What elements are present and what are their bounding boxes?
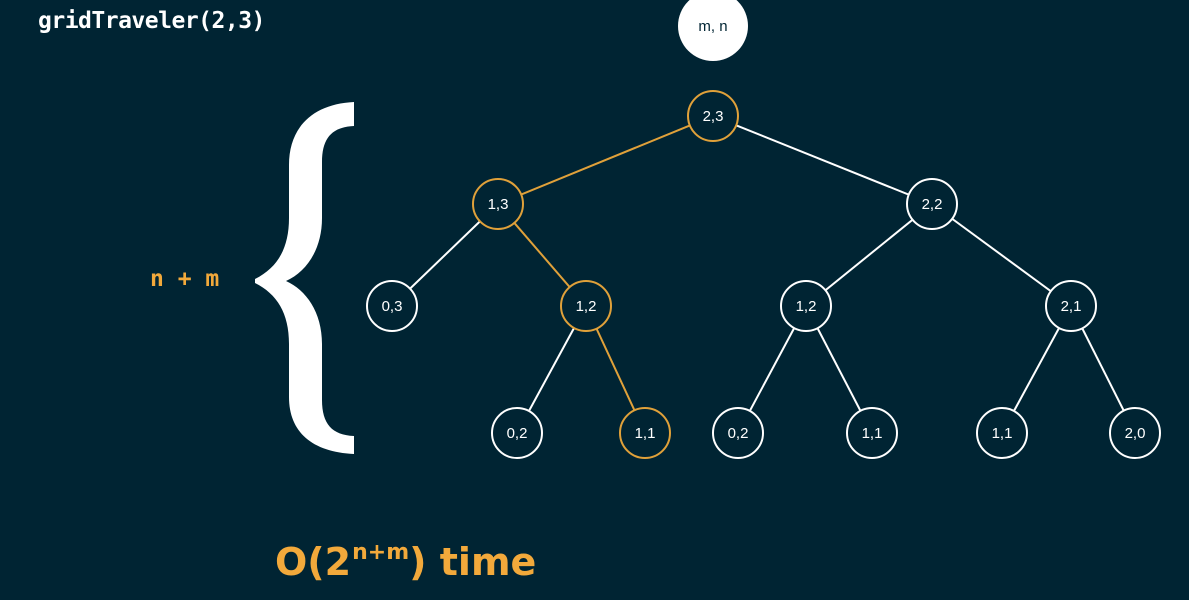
tree-node-label: 2,1 [1061, 298, 1082, 315]
tree-node-circle [472, 178, 524, 230]
tree-node-circle [619, 407, 671, 459]
tree-node-circle [1045, 280, 1097, 332]
complexity-suffix: ) time [409, 540, 537, 584]
complexity-prefix: O(2 [275, 540, 352, 584]
tree-node-n13: 1,3 [472, 178, 524, 230]
depth-brace [255, 102, 354, 454]
tree-node-label: 1,1 [635, 425, 656, 442]
tree-node-label: 1,2 [576, 298, 597, 315]
tree-node-label: 2,0 [1125, 425, 1146, 442]
tree-node-circle [976, 407, 1028, 459]
tree-edge-n22-n21 [931, 203, 1072, 307]
tree-node-circle [906, 178, 958, 230]
tree-node-n12b: 1,2 [780, 280, 832, 332]
tree-node-label: 0,3 [382, 298, 403, 315]
tree-node-label: 2,2 [922, 196, 943, 213]
tree-node-n21: 2,1 [1045, 280, 1097, 332]
legend-node-label: m, n [698, 18, 727, 35]
legend-node: m, n [678, 0, 748, 61]
legend-node-circle [678, 0, 748, 61]
tree-nodes: 2,3 1,3 2,2 0,3 1,2 1,2 2,1 0,2 1,1 0,2 1,1 1,1 2,0 [366, 90, 1161, 459]
function-call-title: gridTraveler(2,3) [38, 8, 265, 34]
depth-label: n + m [150, 266, 220, 292]
tree-node-circle [780, 280, 832, 332]
tree-node-label: 1,2 [796, 298, 817, 315]
complexity-exponent: n+m [352, 540, 410, 565]
tree-node-n22: 2,2 [906, 178, 958, 230]
tree-node-n02b: 0,2 [712, 407, 764, 459]
tree-node-label: 1,1 [862, 425, 883, 442]
tree-node-circle [687, 90, 739, 142]
tree-node-label: 2,3 [703, 108, 724, 125]
time-complexity-label: O(2n+m) time [275, 540, 537, 584]
tree-node-n11a: 1,1 [619, 407, 671, 459]
tree-node-n12a: 1,2 [560, 280, 612, 332]
tree-node-label: 1,1 [992, 425, 1013, 442]
tree-edge-n23-n13 [497, 115, 714, 205]
tree-edge-n23-n22 [712, 115, 933, 205]
tree-node-circle [491, 407, 543, 459]
tree-node-n23: 2,3 [687, 90, 739, 142]
tree-node-n03: 0,3 [366, 280, 418, 332]
tree-node-label: 1,3 [488, 196, 509, 213]
tree-node-n11c: 1,1 [976, 407, 1028, 459]
tree-node-n20: 2,0 [1109, 407, 1161, 459]
tree-node-circle [560, 280, 612, 332]
tree-edges [391, 115, 1136, 434]
tree-edge-n22-n12b [805, 203, 933, 307]
tree-node-circle [1109, 407, 1161, 459]
tree-node-n02a: 0,2 [491, 407, 543, 459]
tree-node-label: 0,2 [507, 425, 528, 442]
tree-node-circle [366, 280, 418, 332]
tree-node-label: 0,2 [728, 425, 749, 442]
tree-node-circle [846, 407, 898, 459]
tree-node-circle [712, 407, 764, 459]
tree-node-n11b: 1,1 [846, 407, 898, 459]
